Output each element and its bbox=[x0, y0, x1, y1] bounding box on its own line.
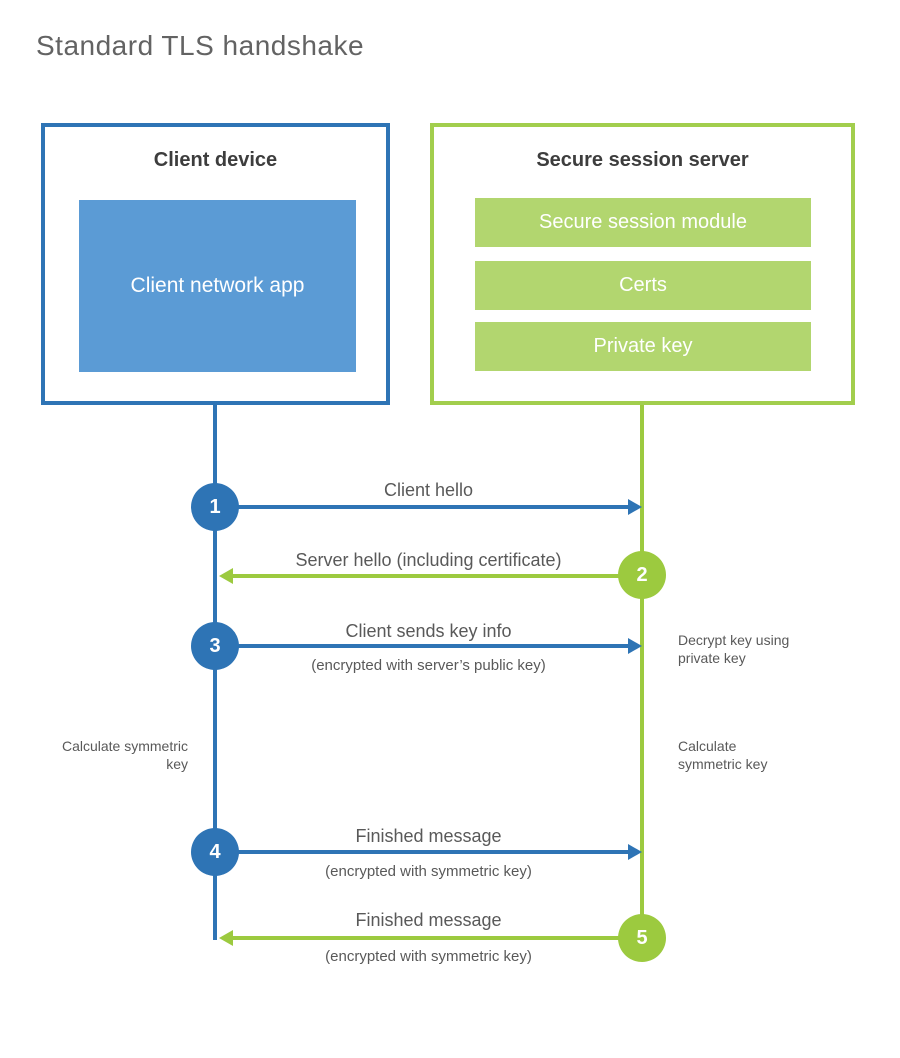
note-calculate-symmetric-key-client: Calculate symmetric key bbox=[61, 738, 188, 772]
client-network-app-module: Client network app bbox=[79, 200, 356, 372]
page-title: Standard TLS handshake bbox=[36, 30, 365, 61]
message-4-sublabel: (encrypted with symmetric key) bbox=[325, 863, 532, 880]
message-1-arrow bbox=[215, 499, 642, 515]
server-module-secure-session: Secure session module bbox=[475, 198, 811, 247]
message-3-sublabel: (encrypted with server’s public key) bbox=[311, 657, 546, 674]
step-circle-2: 2 bbox=[618, 551, 666, 599]
server-module-certs: Certs bbox=[475, 261, 811, 310]
message-4-arrow bbox=[215, 844, 642, 860]
step-circle-1: 1 bbox=[191, 483, 239, 531]
message-5-label: Finished message bbox=[355, 910, 502, 930]
client-lifeline bbox=[213, 405, 217, 940]
message-5-sublabel: (encrypted with symmetric key) bbox=[325, 948, 532, 965]
message-2-label: Server hello (including certificate) bbox=[295, 550, 562, 570]
message-5-arrow bbox=[219, 930, 642, 946]
arrow-right-icon bbox=[628, 499, 642, 515]
arrow-left-icon bbox=[219, 568, 233, 584]
step-circle-4: 4 bbox=[191, 828, 239, 876]
message-1-label: Client hello bbox=[383, 480, 474, 500]
server-module-private-key: Private key bbox=[475, 322, 811, 371]
arrow-right-icon bbox=[628, 638, 642, 654]
arrow-right-icon bbox=[628, 844, 642, 860]
message-4-label: Finished message bbox=[355, 826, 502, 846]
step-circle-3: 3 bbox=[191, 622, 239, 670]
message-3-label: Client sends key info bbox=[345, 621, 512, 641]
secure-session-server-title: Secure session server bbox=[536, 149, 749, 171]
step-circle-5: 5 bbox=[618, 914, 666, 962]
note-calculate-symmetric-key-server: Calculate symmetric key bbox=[678, 738, 768, 772]
message-2-arrow bbox=[219, 568, 642, 584]
server-lifeline bbox=[640, 405, 644, 940]
note-decrypt-key: Decrypt key using private key bbox=[678, 632, 790, 666]
client-device-box: Client device Client network app bbox=[41, 123, 390, 405]
message-3-arrow bbox=[215, 638, 642, 654]
arrow-left-icon bbox=[219, 930, 233, 946]
secure-session-server-box: Secure session server Secure session mod… bbox=[430, 123, 855, 405]
client-device-title: Client device bbox=[153, 149, 278, 171]
